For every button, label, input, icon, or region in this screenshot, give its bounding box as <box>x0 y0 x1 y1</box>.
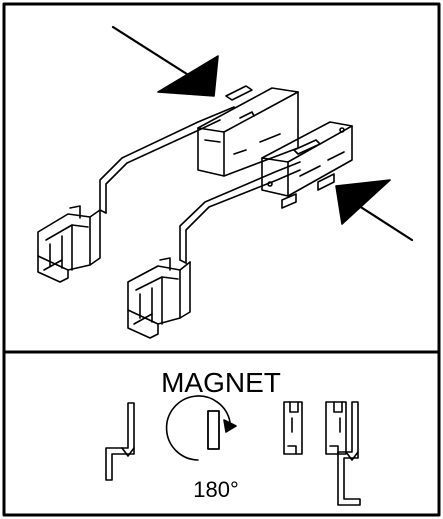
rotation-label: 180° <box>193 477 239 502</box>
magnet-label: MAGNET <box>161 367 281 398</box>
top-panel <box>37 25 414 339</box>
bracket-front <box>127 121 353 339</box>
bracket-rear <box>37 85 299 283</box>
magnet-icon <box>207 410 220 450</box>
arrow-front-magnet <box>335 179 414 242</box>
bracket-profile-left <box>105 402 135 481</box>
bracket-profile-right <box>337 401 361 506</box>
bottom-panel: MAGNET 180° <box>105 367 361 506</box>
rotation-icon <box>165 395 237 461</box>
magnet-housing-profile-left <box>283 401 303 455</box>
arrow-rear-magnet <box>111 25 219 97</box>
magnet-housing-profile-right <box>325 401 347 455</box>
